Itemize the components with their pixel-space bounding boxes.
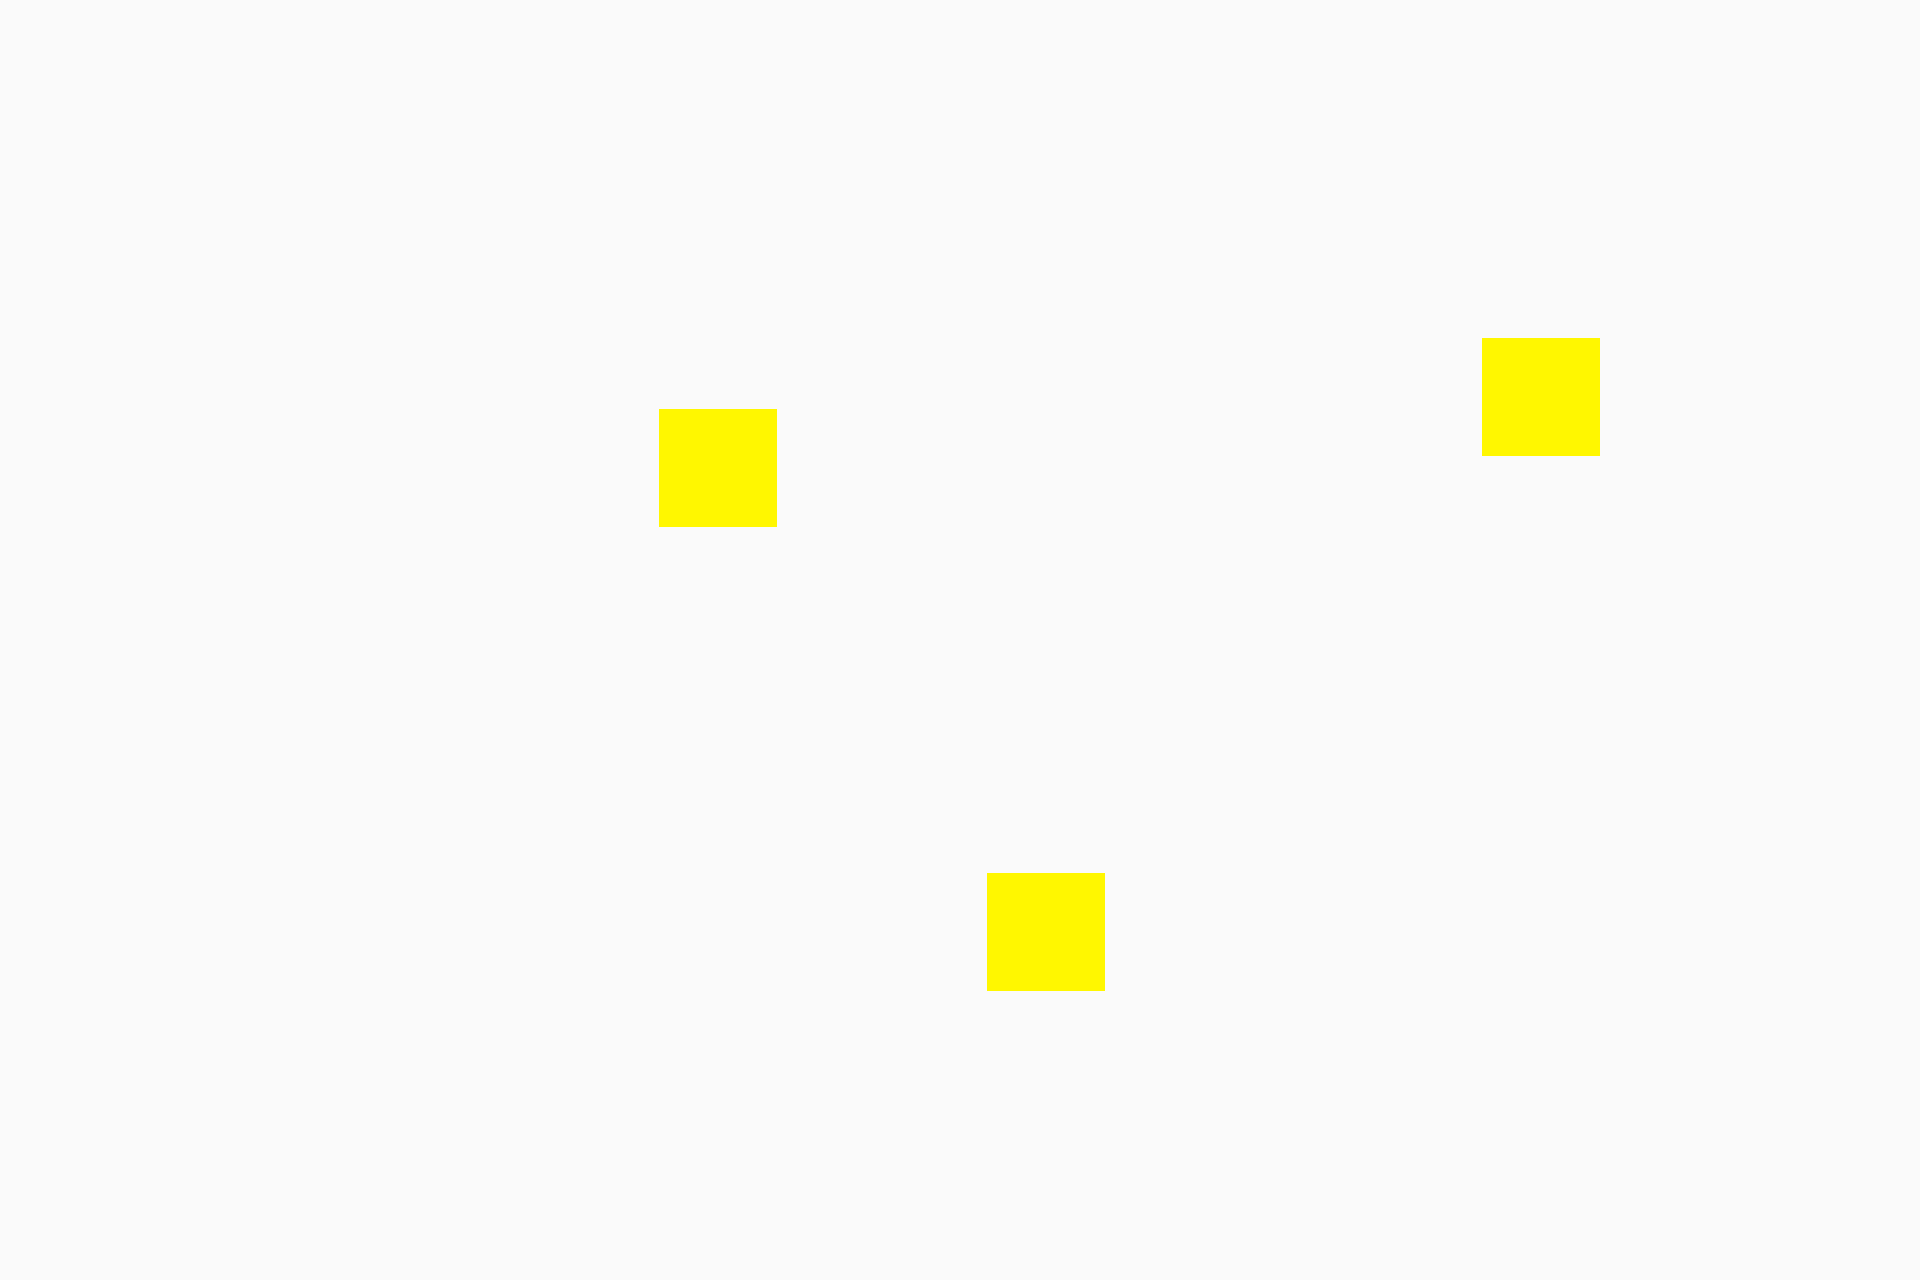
- target-square-2[interactable]: [1482, 338, 1600, 456]
- target-square-3[interactable]: [987, 873, 1105, 991]
- target-square-1[interactable]: [659, 409, 777, 527]
